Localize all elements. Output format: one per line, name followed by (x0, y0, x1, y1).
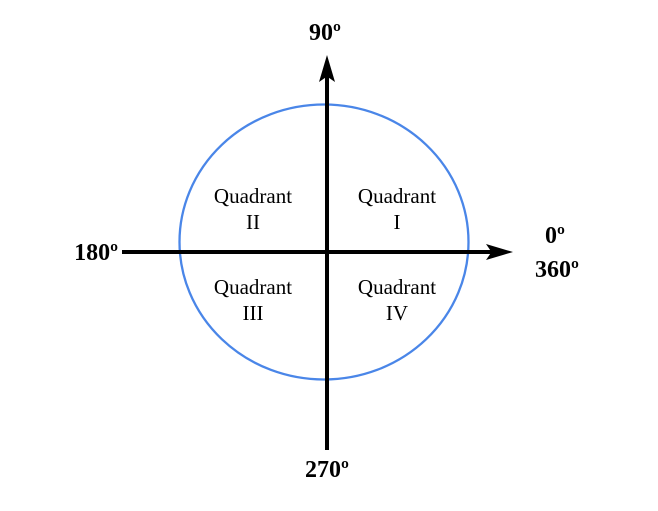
x-axis-arrowhead-icon (486, 244, 513, 260)
label-270-degrees: 270º (305, 457, 349, 483)
quadrant-4-word: Quadrant (358, 275, 436, 299)
quadrant-2-word: Quadrant (214, 184, 292, 208)
quadrant-1-numeral: I (394, 210, 401, 234)
quadrant-3-numeral: III (243, 301, 264, 325)
quadrant-3-word: Quadrant (214, 275, 292, 299)
label-90-degrees: 90º (309, 20, 341, 46)
label-360-degrees: 360º (535, 257, 579, 283)
unit-circle (178, 103, 470, 381)
quadrant-1-word: Quadrant (358, 184, 436, 208)
quadrant-4-numeral: IV (386, 301, 408, 325)
y-axis-arrowhead-icon (319, 55, 335, 82)
label-0-degrees: 0º (545, 223, 565, 249)
quadrant-2-numeral: II (246, 210, 260, 234)
label-180-degrees: 180º (74, 240, 118, 266)
